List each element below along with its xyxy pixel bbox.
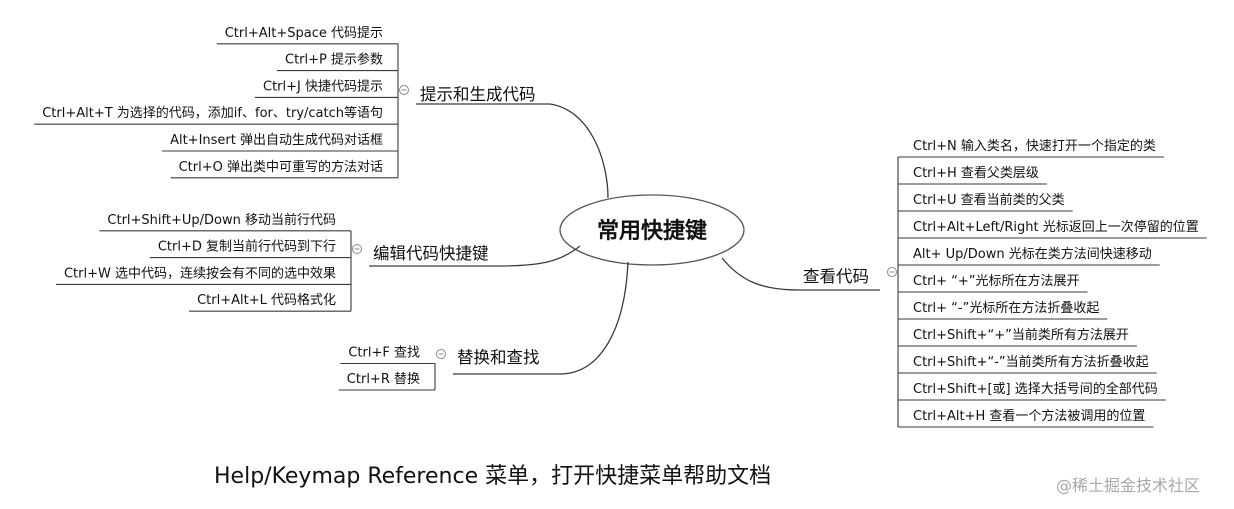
collapse-toggle-icon[interactable] <box>399 85 409 95</box>
leaf-item-text: Ctrl+F 查找 <box>348 346 420 361</box>
leaf-item-text: Ctrl+Shift+[或] 选择大括号间的全部代码 <box>913 381 1158 397</box>
leaf-item-text: Ctrl+ “-”光标所在方法折叠收起 <box>913 300 1099 316</box>
branch-label: 查看代码 <box>803 267 869 286</box>
leaf-item-text: Ctrl+P 提示参数 <box>285 52 383 68</box>
leaf-item-text: Ctrl+Alt+Left/Right 光标返回上一次停留的位置 <box>913 219 1199 235</box>
leaf-item-text: Ctrl+Alt+Space 代码提示 <box>225 25 383 41</box>
leaf-item-text: Alt+Insert 弹出自动生成代码对话框 <box>170 133 383 148</box>
branch-view[interactable]: 查看代码 Ctrl+N 输入类名，快速打开一个指定的类 Ctrl+H 查看父类层级 C… <box>721 138 1207 428</box>
leaf-item-text: Ctrl+W 选中代码，连续按会有不同的选中效果 <box>64 265 336 281</box>
branch-connector <box>721 257 800 291</box>
leaf-item-text: Ctrl+J 快捷代码提示 <box>263 78 383 94</box>
leaf-item-text: Alt+ Up/Down 光标在类方法间快速移动 <box>913 246 1152 262</box>
leaf-item-text: Ctrl+Alt+T 为选择的代码，添加if、for、try/catch等语句 <box>42 105 383 121</box>
branch-find[interactable]: 替换和查找 Ctrl+F 查找 Ctrl+R 替换 <box>338 261 629 391</box>
caption: Help/Keymap Reference 菜单，打开快捷菜单帮助文档 <box>214 464 772 489</box>
leaf-item-text: Ctrl+Shift+Up/Down 移动当前行代码 <box>107 212 336 228</box>
branch-hint[interactable]: 提示和生成代码 Ctrl+Alt+Space 代码提示 Ctrl+P 提示参数 Ctr… <box>34 25 609 199</box>
leaf-item-text: Ctrl+O 弹出类中可重写的方法对话 <box>179 159 383 175</box>
leaf-item-text: Ctrl+Shift+“+”当前类所有方法展开 <box>913 327 1129 343</box>
central-topic-label: 常用快捷键 <box>597 218 707 244</box>
watermark: @稀土掘金技术社区 <box>1056 476 1201 495</box>
branch-edit[interactable]: 编辑代码快捷键 Ctrl+Shift+Up/Down 移动当前行代码 Ctrl+D … <box>55 212 581 312</box>
branch-connector <box>559 261 629 375</box>
branch-connector <box>549 103 609 199</box>
leaf-item-text: Ctrl+N 输入类名，快速打开一个指定的类 <box>913 138 1156 154</box>
leaf-item-text: Ctrl+H 查看父类层级 <box>913 165 1039 181</box>
leaf-item-text: Ctrl+Shift+“-”当前类所有方法折叠收起 <box>913 354 1149 370</box>
branch-connector <box>497 245 581 267</box>
branch-label: 编辑代码快捷键 <box>373 244 489 263</box>
branch-label: 替换和查找 <box>457 348 540 367</box>
branch-label: 提示和生成代码 <box>420 85 536 104</box>
collapse-toggle-icon[interactable] <box>887 267 897 277</box>
leaf-item-text: Ctrl+Alt+H 查看一个方法被调用的位置 <box>913 408 1145 424</box>
central-topic[interactable]: 常用快捷键 <box>559 194 745 266</box>
leaf-item-text: Ctrl+R 替换 <box>347 372 420 387</box>
collapse-toggle-icon[interactable] <box>352 244 362 254</box>
leaf-item-text: Ctrl+D 复制当前行代码到下行 <box>158 239 336 255</box>
leaf-item-text: Ctrl+ “+”光标所在方法展开 <box>913 273 1080 289</box>
leaf-item-text: Ctrl+U 查看当前类的父类 <box>913 192 1065 208</box>
collapse-toggle-icon[interactable] <box>436 349 446 359</box>
leaf-item-text: Ctrl+Alt+L 代码格式化 <box>197 292 336 308</box>
